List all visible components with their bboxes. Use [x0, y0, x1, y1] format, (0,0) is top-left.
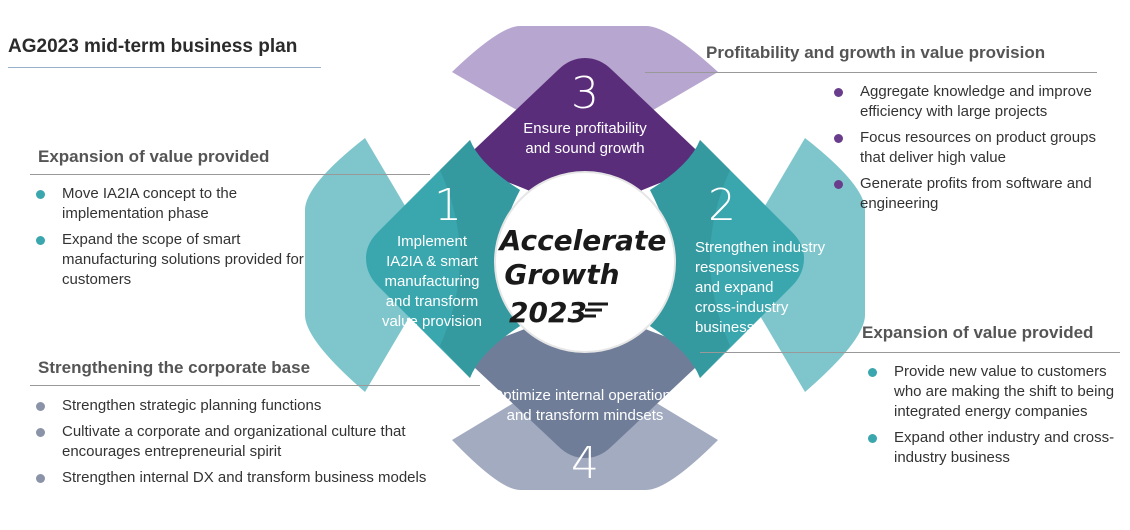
title-underline	[8, 67, 321, 68]
center-title-line3: 2023	[509, 296, 587, 329]
segment-4-number: 4	[571, 438, 599, 489]
segment-1-line: manufacturing	[384, 273, 479, 290]
bullet-icon	[36, 190, 45, 199]
panel-rule-left	[30, 174, 430, 175]
list-item: Focus resources on product groups that d…	[832, 128, 1102, 168]
segment-4-line: Optimize internal operations	[492, 387, 679, 404]
segment-2-line: cross-industry	[695, 299, 789, 316]
list-item: Strengthen internal DX and transform bus…	[34, 468, 444, 488]
segment-3-shape	[458, 58, 712, 205]
list-item: Aggregate knowledge and improve efficien…	[832, 82, 1102, 122]
bullet-icon	[868, 368, 877, 377]
panel-heading-profitability: Profitability and growth in value provis…	[706, 43, 1046, 62]
segment-4-shape	[458, 313, 712, 458]
list-item: Cultivate a corporate and organizational…	[34, 422, 444, 462]
list-item: Generate profits from software and engin…	[832, 174, 1102, 214]
segment-3-number: 3	[571, 68, 599, 119]
segment-1-line: value provision	[382, 313, 482, 330]
segment-1-line: Implement	[397, 233, 468, 250]
bullet-icon	[36, 474, 45, 483]
segment-1-number: 1	[434, 180, 462, 231]
panel-heading-expansion-left: Expansion of value provided	[38, 147, 270, 166]
list-item: Provide new value to customers who are m…	[866, 362, 1116, 422]
segment-2-line: responsiveness	[695, 259, 799, 276]
page-title: AG2023 mid-term business plan	[8, 36, 298, 57]
panel-list-bottom-left: Strengthen strategic planning functions …	[34, 396, 444, 494]
bullet-icon	[868, 434, 877, 443]
bullet-icon	[36, 236, 45, 245]
segment-1-shade	[440, 140, 520, 378]
bullet-icon	[834, 88, 843, 97]
panel-heading-expansion-right: Expansion of value provided	[862, 323, 1094, 342]
list-item: Expand the scope of smart manufacturing …	[34, 230, 334, 290]
list-item: Strengthen strategic planning functions	[34, 396, 444, 416]
center-circle	[494, 171, 676, 353]
speed-lines-icon	[582, 302, 608, 318]
bullet-icon	[36, 428, 45, 437]
list-item: Expand other industry and cross-industry…	[866, 428, 1116, 468]
list-item: Move IA2IA concept to the implementation…	[34, 184, 334, 224]
segment-2-line: Strengthen industry	[695, 239, 826, 256]
segment-1-line: IA2IA & smart	[386, 253, 479, 270]
segment-1-line: and transform	[386, 293, 479, 310]
bullet-icon	[36, 402, 45, 411]
segment-4-line: and transform mindsets	[507, 407, 664, 424]
segment-2-line: and expand	[695, 279, 773, 296]
bullet-icon	[834, 134, 843, 143]
panel-rule-bottom-right	[700, 352, 1120, 353]
panel-rule-bottom-left	[30, 385, 480, 386]
panel-rule-top-right	[645, 72, 1097, 73]
bullet-icon	[834, 180, 843, 189]
segment-2-shade	[650, 140, 730, 378]
panel-heading-corporate-base: Strengthening the corporate base	[38, 358, 311, 377]
segment-2-number: 2	[708, 180, 736, 231]
center-title-line1: Accelerate	[498, 224, 667, 257]
panel-list-top-right: Aggregate knowledge and improve efficien…	[832, 82, 1102, 220]
segment-3-line: Ensure profitability	[523, 120, 647, 137]
panel-list-bottom-right: Provide new value to customers who are m…	[866, 362, 1116, 474]
segment-2-line: business	[695, 319, 754, 336]
center-title-line2: Growth	[504, 258, 619, 291]
segment-3-line: and sound growth	[525, 140, 644, 157]
panel-list-left: Move IA2IA concept to the implementation…	[34, 184, 334, 296]
